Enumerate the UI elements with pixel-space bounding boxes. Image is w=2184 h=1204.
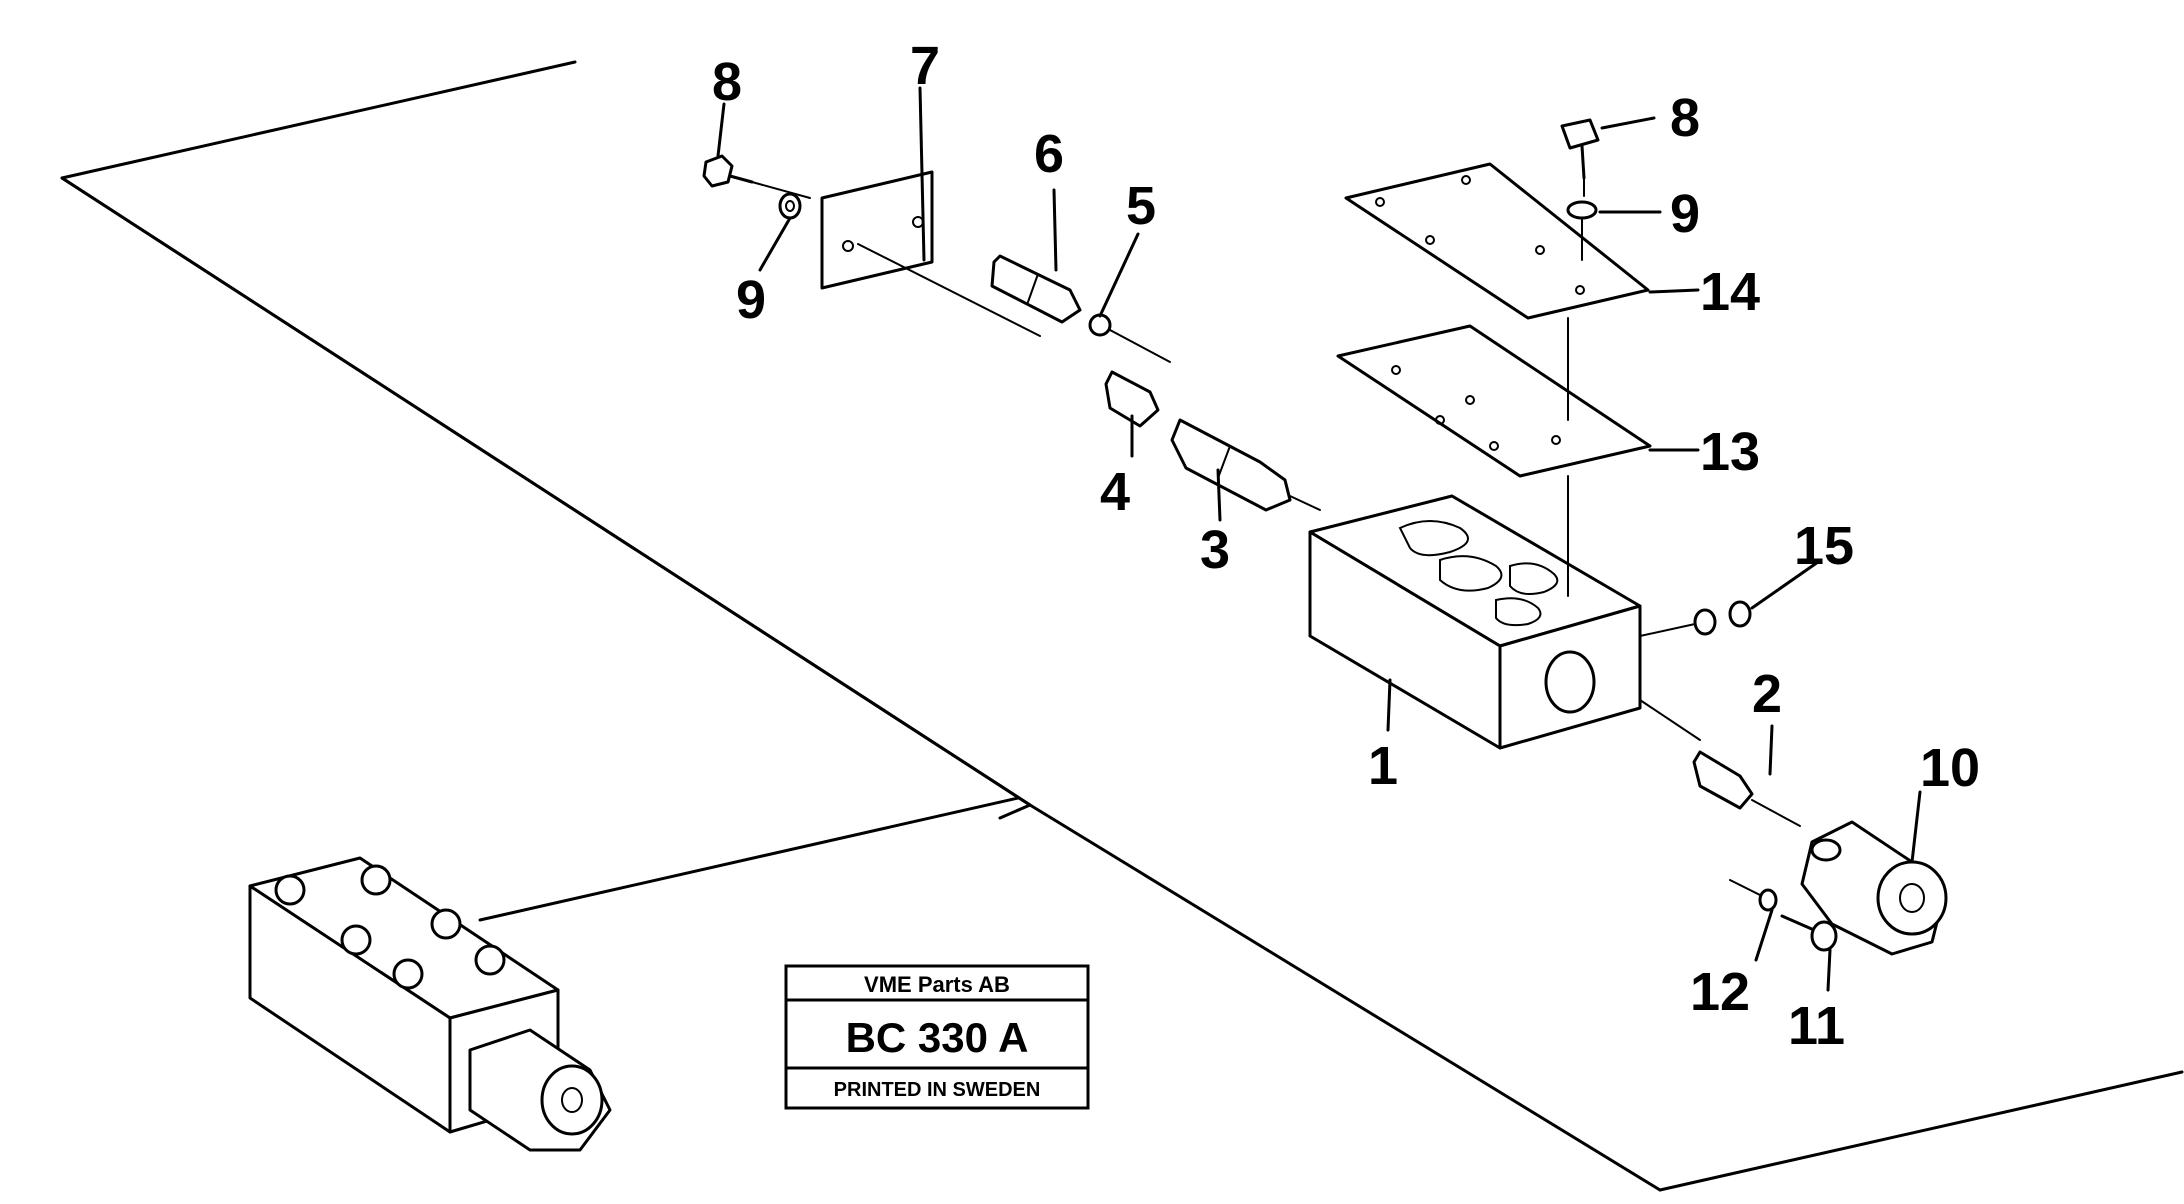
floor-panel-outline [60, 60, 2184, 1192]
callout-11: 11 [1788, 996, 1845, 1056]
title-block-printed: PRINTED IN SWEDEN [834, 1079, 1041, 1101]
callout-3: 3 [1200, 520, 1230, 580]
callout-6: 6 [1034, 124, 1064, 184]
callout-9-right: 9 [1670, 184, 1700, 244]
callout-8-left: 8 [712, 52, 742, 112]
part-11-screw [1780, 914, 1838, 952]
title-block-drawing-code: BC 330 A [846, 1014, 1029, 1061]
callout-labels: 8 7 6 5 9 4 3 1 8 9 14 13 15 2 10 12 11 [712, 36, 1980, 1056]
callout-1: 1 [1368, 736, 1398, 796]
part-8-right-bolt [1560, 118, 1600, 197]
part-3-spool [1170, 418, 1321, 512]
part-15-o-rings [1693, 600, 1752, 636]
part-8-left-bolt [702, 154, 811, 199]
part-12-washer [1729, 879, 1778, 912]
callout-13: 13 [1700, 422, 1760, 482]
assembled-valve-thumbnail [248, 856, 612, 1152]
callout-14: 14 [1700, 262, 1760, 322]
part-4-plug [1104, 370, 1160, 428]
callout-5: 5 [1126, 176, 1156, 236]
callout-12: 12 [1690, 962, 1750, 1022]
part-6-pin [990, 254, 1082, 324]
part-1-valve-body [1308, 494, 1701, 750]
part-2-small-spool [1692, 750, 1801, 827]
title-block-company: VME Parts AB [864, 972, 1010, 997]
callout-2: 2 [1752, 664, 1782, 724]
callout-8-right: 8 [1670, 88, 1700, 148]
part-13-gasket [1336, 324, 1652, 597]
callout-7: 7 [910, 36, 940, 96]
callout-10: 10 [1920, 738, 1980, 798]
part-5-ball [1088, 313, 1171, 363]
callout-4: 4 [1100, 462, 1130, 522]
callout-15: 15 [1794, 516, 1854, 576]
part-7-cover-plate [820, 170, 1041, 337]
part-9-left-washer [778, 192, 802, 220]
part-10-solenoid [1800, 820, 1948, 956]
part-14-top-plate [1344, 162, 1650, 421]
part-9-right-washer [1566, 200, 1598, 261]
callout-9-left: 9 [736, 270, 766, 330]
title-block: VME Parts AB BC 330 A PRINTED IN SWEDEN [784, 964, 1090, 1110]
leader-lines [716, 86, 1922, 992]
